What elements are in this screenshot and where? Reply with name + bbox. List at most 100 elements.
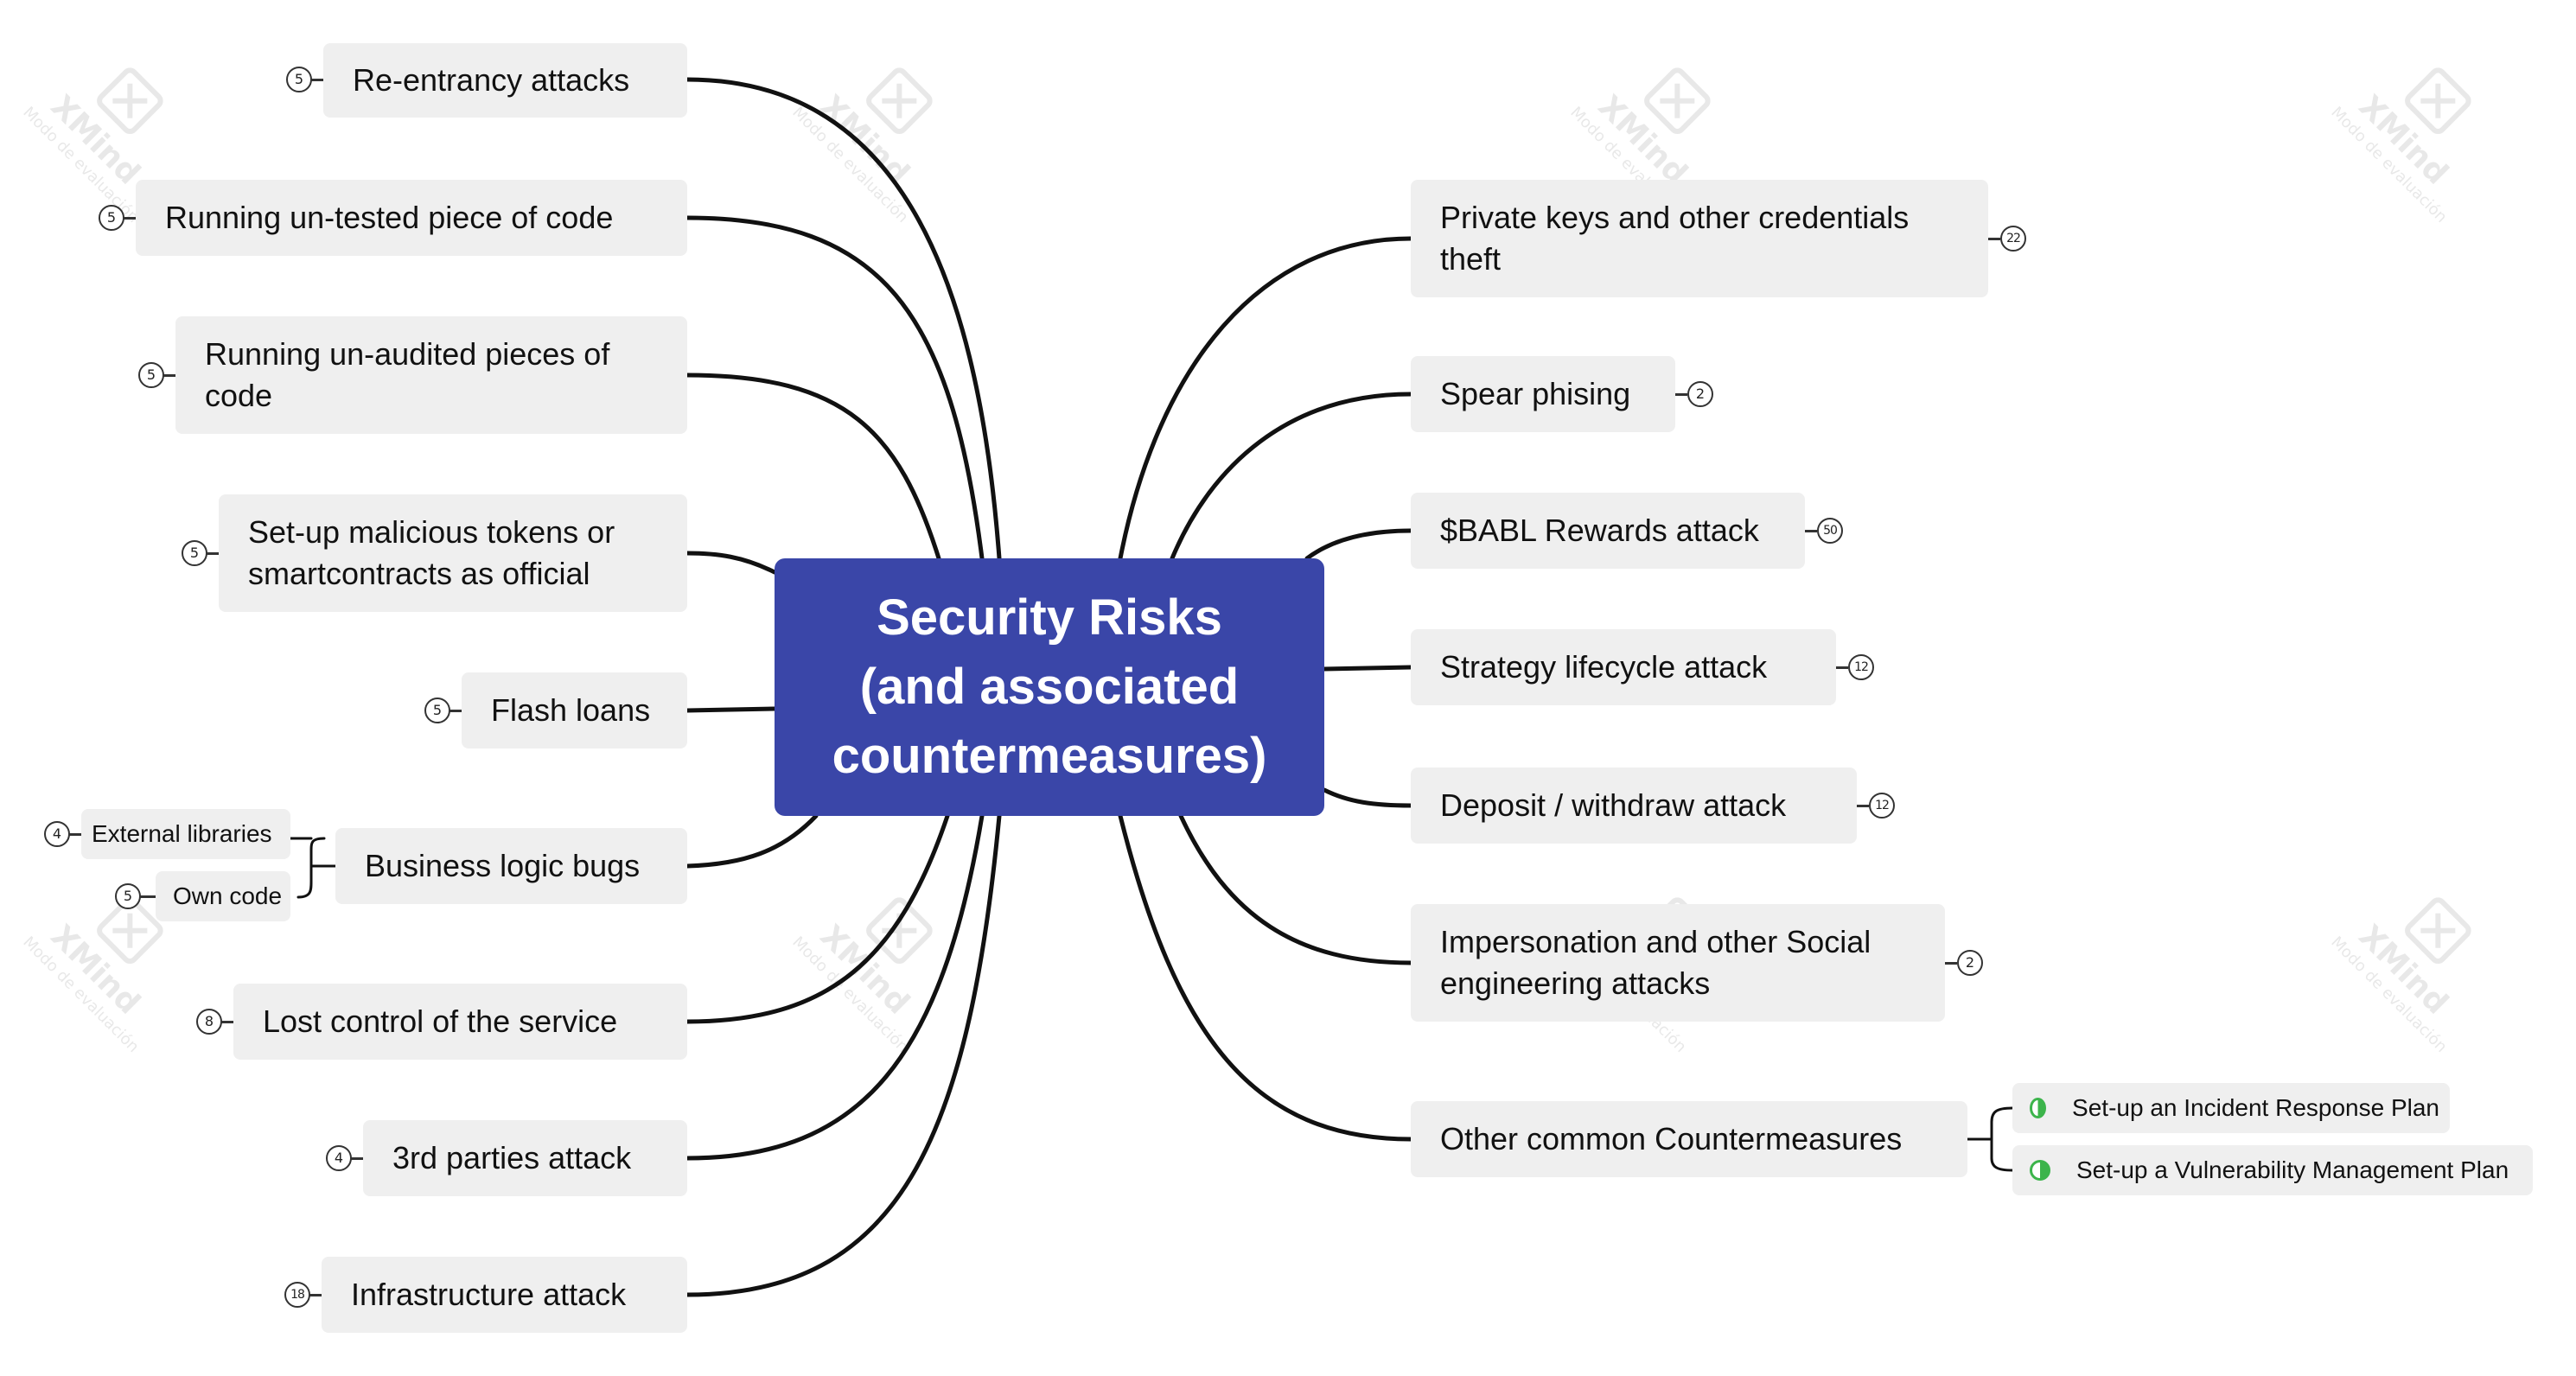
topic-private-keys-theft[interactable]: Private keys and other credentials theft — [1411, 180, 1988, 297]
count-badge: 5 — [424, 698, 450, 723]
connector-private-keys — [1118, 236, 1413, 561]
topic-re-entrancy-attacks[interactable]: Re-entrancy attacks — [323, 43, 687, 118]
xmind-logo-icon — [2401, 894, 2475, 968]
watermark-note: Modo de evaluación — [19, 933, 143, 1056]
subtopic-label: Set-up a Vulnerability Management Plan — [2076, 1156, 2509, 1183]
central-topic[interactable]: Security Risks (and associated counterme… — [775, 558, 1324, 816]
half-progress-icon — [2030, 1098, 2047, 1118]
subtopic-external-libraries[interactable]: External libraries — [81, 809, 290, 859]
connector-bracket-business-logic — [289, 837, 337, 899]
badge-connector — [351, 1157, 363, 1160]
connector-infrastructure — [685, 813, 1002, 1297]
subtopic-incident-response-plan[interactable]: Set-up an Incident Response Plan — [2012, 1083, 2450, 1133]
badge-connector — [163, 374, 175, 377]
topic-lost-control-of-service[interactable]: Lost control of the service — [233, 984, 687, 1060]
subtopic-own-code[interactable]: Own code — [156, 871, 290, 921]
connector-deposit-withdraw — [1322, 787, 1413, 808]
count-badge: 12 — [1869, 793, 1895, 819]
topic-babl-rewards-attack[interactable]: $BABL Rewards attack — [1411, 493, 1805, 569]
badge-connector — [140, 895, 156, 898]
count-badge: 5 — [99, 205, 124, 231]
subtopic-label: Set-up an Incident Response Plan — [2072, 1094, 2439, 1121]
subtopic-vulnerability-management-plan[interactable]: Set-up a Vulnerability Management Plan — [2012, 1145, 2533, 1195]
badge-connector — [311, 79, 323, 81]
topic-label: Private keys and other credentials theft — [1440, 200, 1910, 277]
connector-impersonation — [1178, 813, 1413, 965]
connector-bracket-countermeasures — [1966, 1106, 2014, 1172]
connector-un-audited — [685, 373, 941, 561]
watermark-brand: XMind — [43, 88, 147, 192]
count-badge: 2 — [1957, 950, 1983, 976]
topic-label: Set-up malicious tokens or smartcontract… — [248, 514, 615, 591]
count-badge: 5 — [115, 883, 141, 909]
topic-spear-phising[interactable]: Spear phising — [1411, 356, 1675, 432]
badge-connector — [1675, 393, 1687, 396]
topic-running-un-tested-code[interactable]: Running un-tested piece of code — [136, 180, 687, 256]
topic-malicious-tokens[interactable]: Set-up malicious tokens or smartcontract… — [219, 494, 687, 612]
connector-lost-control — [685, 813, 950, 1024]
badge-connector — [1836, 666, 1848, 669]
watermark-note: Modo de evaluación — [788, 103, 912, 226]
half-progress-icon — [2030, 1160, 2050, 1181]
topic-other-common-countermeasures[interactable]: Other common Countermeasures — [1411, 1101, 1967, 1177]
topic-flash-loans[interactable]: Flash loans — [462, 672, 687, 749]
subtopic-label: Own code — [173, 882, 283, 909]
connector-3rd-parties — [685, 813, 985, 1161]
badge-connector — [450, 710, 462, 712]
connector-strategy-lifecycle — [1322, 665, 1413, 672]
topic-label: Deposit / withdraw attack — [1440, 787, 1787, 823]
topic-label: 3rd parties attack — [392, 1140, 632, 1175]
topic-label: Other common Countermeasures — [1440, 1121, 1903, 1156]
badge-connector — [309, 1294, 322, 1296]
topic-3rd-parties-attack[interactable]: 3rd parties attack — [363, 1120, 687, 1196]
watermark-brand: XMind — [813, 88, 916, 192]
badge-connector — [1988, 238, 2000, 240]
topic-strategy-lifecycle-attack[interactable]: Strategy lifecycle attack — [1411, 629, 1836, 705]
topic-label: Infrastructure attack — [351, 1277, 627, 1312]
xmind-logo-icon — [1640, 64, 1714, 138]
badge-connector — [69, 833, 81, 836]
watermark-brand: XMind — [2351, 918, 2455, 1022]
connector-malicious-tokens — [685, 551, 777, 575]
count-badge: 2 — [1687, 381, 1713, 407]
topic-label: Business logic bugs — [365, 848, 641, 883]
topic-label: Impersonation and other Social engineeri… — [1440, 924, 1871, 1001]
xmind-logo-icon — [862, 894, 936, 968]
watermark-note: Modo de evaluación — [2327, 933, 2451, 1056]
watermark-note: Modo de evaluación — [19, 103, 143, 226]
topic-infrastructure-attack[interactable]: Infrastructure attack — [322, 1257, 687, 1333]
topic-label: Re-entrancy attacks — [353, 62, 630, 98]
count-badge: 12 — [1848, 654, 1874, 680]
watermark-note: Modo de evaluación — [788, 933, 912, 1056]
topic-impersonation-social-engineering[interactable]: Impersonation and other Social engineeri… — [1411, 904, 1945, 1022]
topic-deposit-withdraw-attack[interactable]: Deposit / withdraw attack — [1411, 768, 1857, 844]
topic-running-un-audited-code[interactable]: Running un-audited pieces of code — [175, 316, 687, 434]
badge-connector — [207, 552, 219, 555]
xmind-logo-icon — [2401, 64, 2475, 138]
count-badge: 18 — [284, 1282, 310, 1308]
count-badge: 5 — [138, 362, 164, 388]
count-badge: 5 — [182, 540, 207, 566]
connector-re-entrancy — [685, 77, 1002, 561]
watermark-brand: XMind — [43, 918, 147, 1022]
watermark-note: Modo de evaluación — [2327, 103, 2451, 226]
badge-connector — [1805, 530, 1817, 532]
connector-spear-phising — [1170, 392, 1413, 561]
central-topic-title: Security Risks (and associated counterme… — [832, 589, 1267, 784]
badge-connector — [124, 217, 136, 220]
xmind-logo-icon — [862, 64, 936, 138]
connector-babl-rewards — [1304, 528, 1413, 561]
badge-connector — [1857, 805, 1869, 807]
connector-business-logic — [685, 813, 819, 869]
topic-label: Strategy lifecycle attack — [1440, 649, 1768, 685]
badge-connector — [221, 1021, 233, 1023]
watermark-brand: XMind — [813, 918, 916, 1022]
count-badge: 22 — [2000, 226, 2026, 252]
topic-business-logic-bugs[interactable]: Business logic bugs — [335, 828, 687, 904]
connector-other-countermeasures — [1118, 813, 1413, 1142]
topic-label: Running un-audited pieces of code — [205, 336, 610, 413]
